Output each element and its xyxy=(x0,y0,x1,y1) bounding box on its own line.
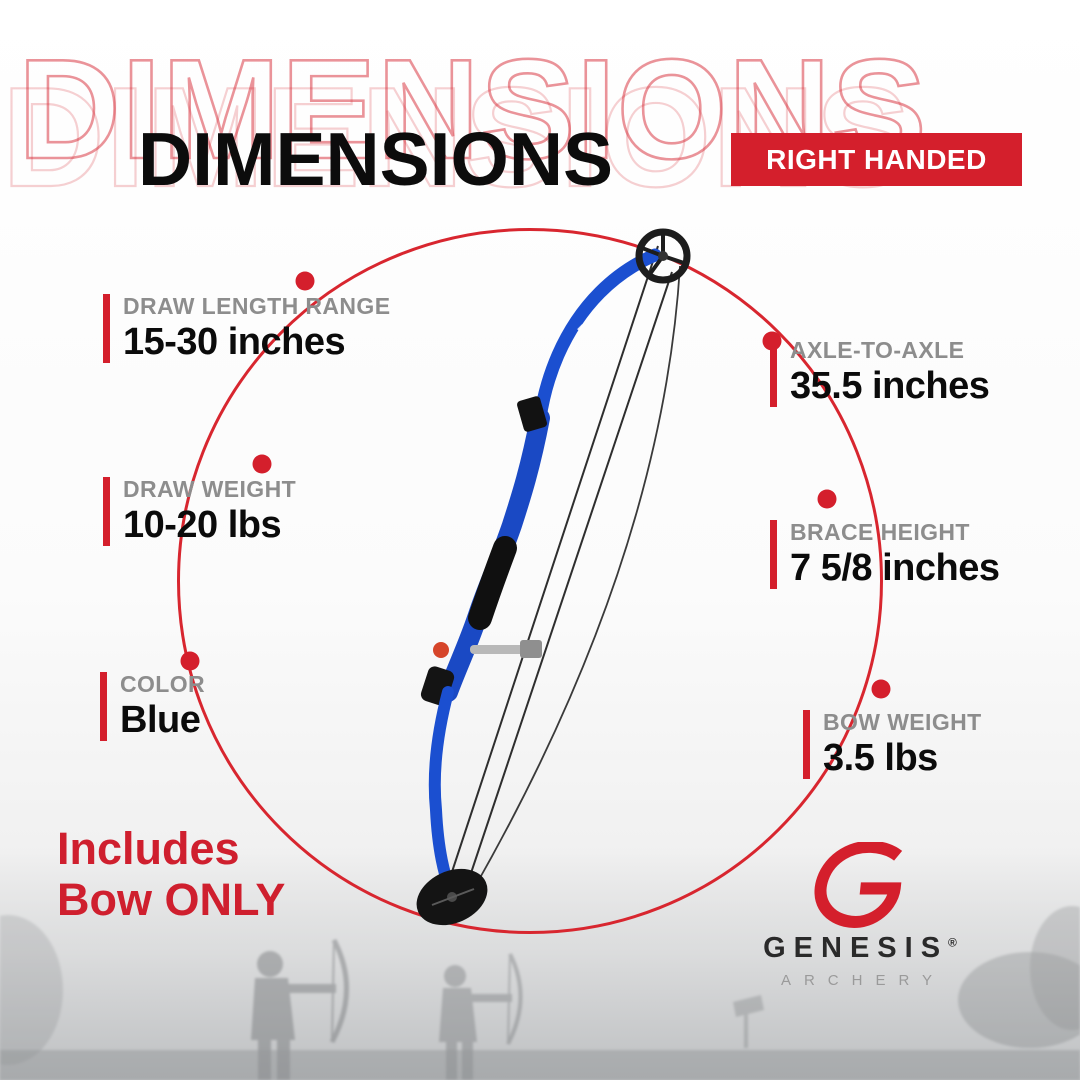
callout-dot-brace xyxy=(817,489,837,509)
red-accent-bar xyxy=(770,338,777,408)
spec-bow-weight: BOW WEIGHT 3.5 lbs xyxy=(803,709,982,780)
spec-value: 10-20 lbs xyxy=(123,504,282,547)
right-handed-badge: RIGHT HANDED xyxy=(731,133,1022,186)
includes-note-line1: Includes xyxy=(57,823,240,874)
brand-name-text: GENESIS xyxy=(763,932,949,964)
red-accent-bar xyxy=(103,477,110,547)
spec-value: 35.5 inches xyxy=(790,365,990,408)
brand-logo: GENESIS® ARCHERY xyxy=(742,842,978,989)
spec-label: BOW WEIGHT xyxy=(823,709,982,735)
spec-color: COLOR Blue xyxy=(100,671,206,742)
brand-name: GENESIS® xyxy=(742,932,978,965)
spec-label: AXLE-TO-AXLE xyxy=(790,337,965,363)
spec-label: BRACE HEIGHT xyxy=(790,519,970,545)
page-title: DIMENSIONS xyxy=(138,117,614,201)
callout-dot-draw-weight xyxy=(252,454,272,474)
callout-dot-bow-weight xyxy=(871,679,891,699)
spec-label: DRAW LENGTH RANGE xyxy=(123,293,391,319)
callout-dot-draw-length xyxy=(295,271,315,291)
spec-value: Blue xyxy=(120,699,201,742)
red-accent-bar xyxy=(100,672,107,742)
spec-draw-length-range: DRAW LENGTH RANGE 15-30 inches xyxy=(103,293,391,364)
includes-note-line2: Bow ONLY xyxy=(57,873,286,925)
callout-dot-color xyxy=(180,651,200,671)
archers-silhouette xyxy=(0,906,1080,1080)
spec-axle-to-axle: AXLE-TO-AXLE 35.5 inches xyxy=(770,337,990,408)
genesis-g-icon xyxy=(814,842,903,928)
red-accent-bar xyxy=(770,520,777,590)
spec-value: 15-30 inches xyxy=(123,321,346,364)
spec-draw-weight: DRAW WEIGHT 10-20 lbs xyxy=(103,476,297,547)
red-accent-bar xyxy=(103,294,110,364)
spec-value: 7 5/8 inches xyxy=(790,547,1000,590)
headline-outline: DIMENSIONS DIMENSIONS xyxy=(1,29,928,218)
spec-label: DRAW WEIGHT xyxy=(123,476,297,502)
brand-subtitle: ARCHERY xyxy=(780,972,946,989)
spec-brace-height: BRACE HEIGHT 7 5/8 inches xyxy=(770,519,1000,590)
spec-label: COLOR xyxy=(120,671,206,697)
red-accent-bar xyxy=(803,710,810,780)
registered-mark: ® xyxy=(948,935,957,950)
includes-note: Includes Bow ONLY xyxy=(57,823,286,926)
accent-circle xyxy=(177,228,883,934)
spec-value: 3.5 lbs xyxy=(823,737,938,780)
